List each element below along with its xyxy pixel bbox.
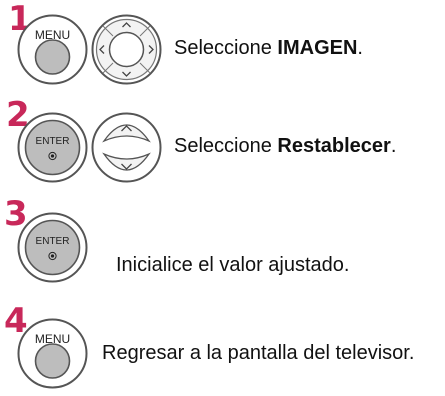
- up-down-arrow-pad-icon: [91, 112, 162, 183]
- enter-button-icon: [17, 212, 88, 283]
- step-2-number: 2: [6, 95, 30, 135]
- four-way-arrow-pad-icon: [91, 14, 162, 85]
- menu-button-step-4: MENU: [16, 317, 89, 390]
- up-down-navigation-pad: [90, 111, 163, 184]
- enter-button-step-2: ENTER: [16, 111, 89, 184]
- step-2-text-suffix: .: [390, 135, 397, 157]
- enter-button-label: ENTER: [35, 136, 70, 147]
- menu-button-label: MENU: [34, 332, 71, 346]
- step-3-number: 3: [4, 194, 28, 234]
- step-4-number: 4: [4, 301, 28, 341]
- menu-button-icon: [17, 318, 88, 389]
- enter-button-label: ENTER: [35, 236, 70, 247]
- enter-button-step-3: ENTER: [16, 211, 89, 284]
- step-3-instruction: Inicialice el valor ajustado.: [116, 254, 350, 276]
- step-1-text-prefix: Seleccione: [174, 37, 278, 59]
- step-4-instruction: Regresar a la pantalla del televisor.: [102, 342, 415, 364]
- step-2-text-bold: Restablecer: [277, 135, 391, 157]
- enter-button-icon: [17, 112, 88, 183]
- menu-button-icon: [17, 14, 88, 85]
- step-1-instruction: Seleccione IMAGEN.: [174, 37, 363, 60]
- step-1-text-suffix: .: [357, 37, 363, 59]
- menu-button-step-1: MENU: [16, 13, 89, 86]
- four-way-navigation-pad: [90, 13, 163, 86]
- step-2-instruction: Seleccione Restablecer.: [174, 135, 396, 158]
- menu-button-label: MENU: [34, 28, 71, 42]
- step-2-text-prefix: Seleccione: [174, 135, 278, 157]
- step-1-text-bold: IMAGEN: [277, 37, 358, 59]
